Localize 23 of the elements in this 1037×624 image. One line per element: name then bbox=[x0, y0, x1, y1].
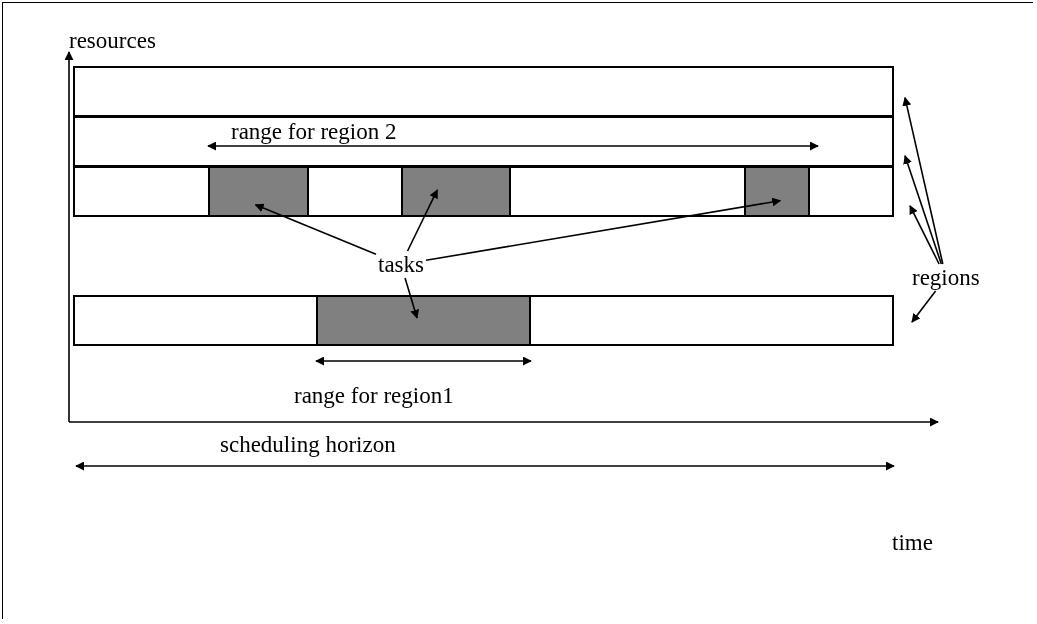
task-block bbox=[316, 295, 531, 346]
task-block bbox=[744, 166, 810, 217]
region-bar bbox=[73, 66, 894, 117]
leader-line bbox=[425, 197, 782, 262]
dimension-label: range for region1 bbox=[294, 384, 454, 407]
callout-label: regions bbox=[912, 266, 980, 289]
dimension-label: range for region 2 bbox=[231, 120, 397, 143]
leader-line bbox=[902, 96, 944, 265]
axis-label: resources bbox=[69, 29, 156, 52]
region-bar bbox=[73, 116, 894, 167]
leader-line bbox=[254, 203, 377, 256]
leader-line bbox=[404, 277, 420, 319]
leader-line bbox=[909, 205, 940, 265]
leader-line bbox=[903, 154, 943, 265]
axis-label: time bbox=[892, 531, 933, 554]
task-block bbox=[401, 166, 511, 217]
region-bar bbox=[73, 295, 894, 346]
callout-label: tasks bbox=[378, 253, 424, 276]
region-bar bbox=[73, 166, 894, 217]
leader-line bbox=[406, 189, 439, 252]
leader-line bbox=[911, 290, 937, 323]
dimension-label: scheduling horizon bbox=[220, 433, 396, 456]
task-block bbox=[208, 166, 309, 217]
